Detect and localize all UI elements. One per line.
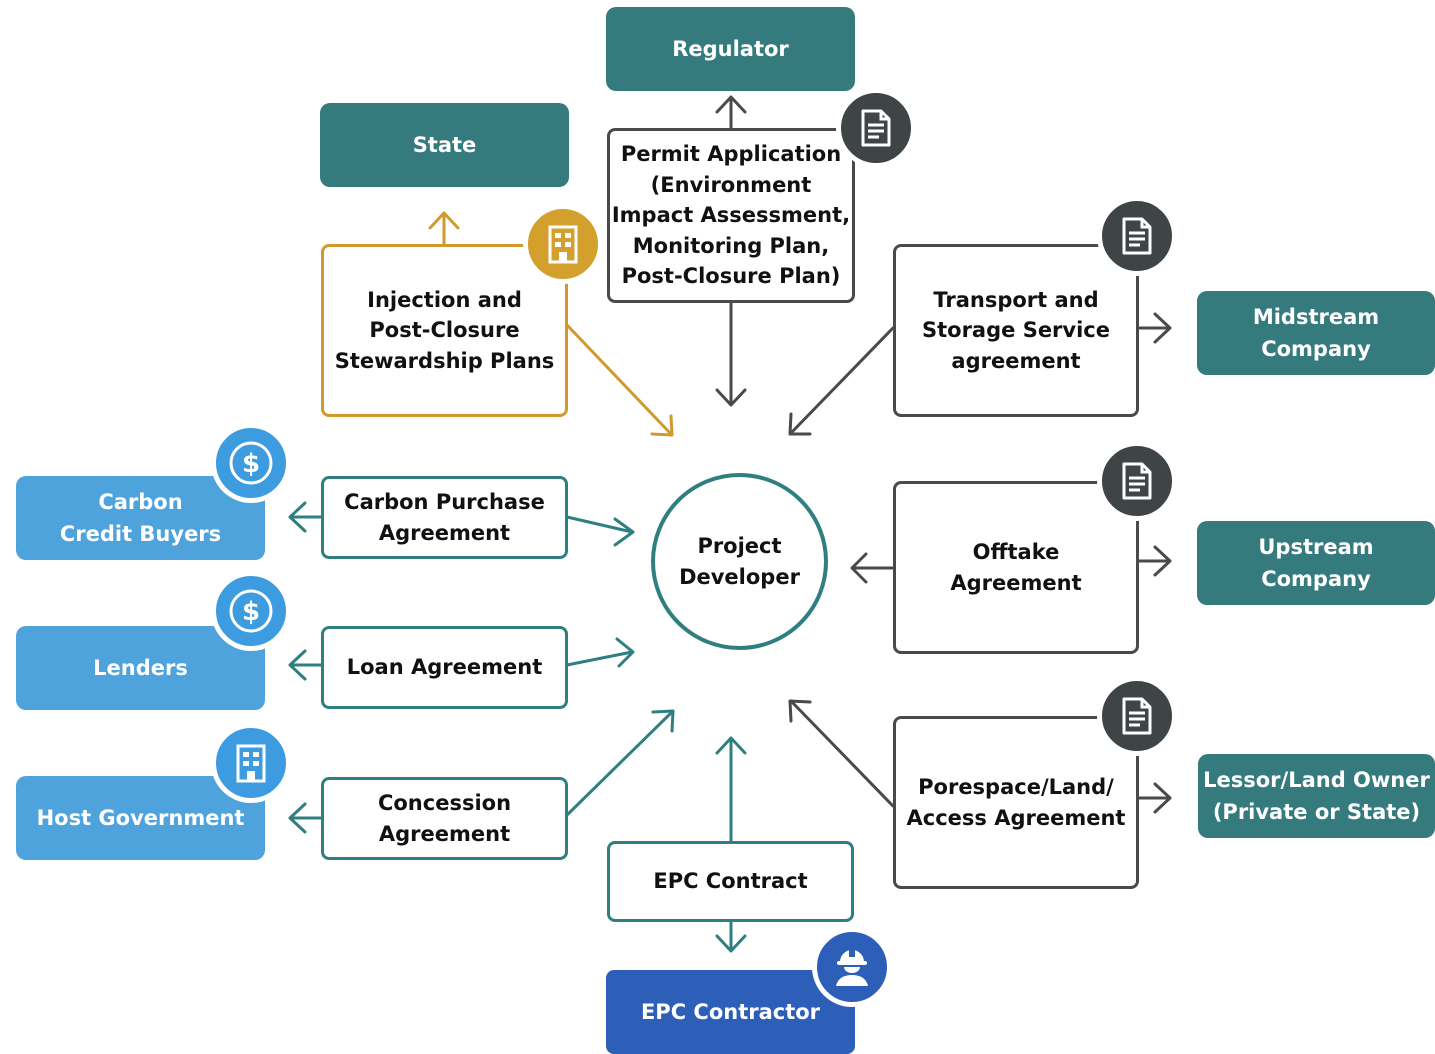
offtake-connectors [850, 545, 1172, 584]
building-icon [211, 723, 291, 803]
svg-text:$: $ [242, 449, 260, 479]
document-icon [836, 88, 916, 168]
loan-agreement-box: Loan Agreement [321, 626, 568, 709]
carbon-purchase-label: Carbon Purchase Agreement [344, 490, 545, 545]
upstream-company-box: Upstream Company [1197, 521, 1435, 605]
epc-contract-label: EPC Contract [653, 869, 808, 894]
transport-label: Transport and Storage Service agreement [921, 287, 1110, 373]
regulator-label: Regulator [672, 37, 789, 61]
porespace-label: Porespace/Land/ Access Agreement [906, 775, 1126, 830]
injection-label: Injection and Post-Closure Stewardship P… [334, 287, 555, 373]
transport-storage-agreement-box: Transport and Storage Service agreement [893, 244, 1139, 417]
document-icon [1097, 676, 1177, 756]
worker-icon [812, 927, 892, 1007]
lessor-land-owner-box: Lessor/Land Owner (Private or State) [1198, 754, 1435, 838]
document-icon [1097, 441, 1177, 521]
lenders-label: Lenders [93, 656, 188, 680]
upstream-label: Upstream Company [1258, 535, 1374, 591]
porespace-connectors [788, 699, 1172, 814]
concession-agreement-box: Concession Agreement [321, 777, 568, 860]
concession-label: Concession Agreement [377, 791, 512, 846]
dollar-icon: $ [211, 571, 291, 651]
host-government-label: Host Government [36, 806, 245, 830]
state-label: State [412, 133, 477, 157]
epc-connectors [715, 736, 747, 953]
left-connectors [288, 501, 675, 834]
injection-connectors [428, 211, 674, 437]
document-icon [1097, 196, 1177, 276]
svg-text:$: $ [242, 597, 260, 627]
offtake-agreement-box: Offtake Agreement [893, 481, 1139, 654]
building-icon [523, 204, 603, 284]
permit-application-box: Permit Application (Environment Impact A… [607, 128, 855, 303]
state-box: State [320, 103, 569, 187]
carbon-buyers-label: Carbon Credit Buyers [59, 490, 222, 546]
epc-contractor-box: EPC Contractor [606, 970, 855, 1054]
lessor-label: Lessor/Land Owner (Private or State) [1203, 768, 1430, 824]
epc-contract-box: EPC Contract [607, 841, 854, 922]
regulator-box: Regulator [606, 7, 855, 91]
midstream-company-box: Midstream Company [1197, 291, 1435, 375]
porespace-agreement-box: Porespace/Land/ Access Agreement [893, 716, 1139, 889]
loan-label: Loan Agreement [346, 655, 543, 680]
carbon-credit-buyers-box: Carbon Credit Buyers [16, 476, 265, 560]
midstream-label: Midstream Company [1252, 305, 1380, 361]
offtake-label: Offtake Agreement [950, 540, 1082, 595]
epc-contractor-label: EPC Contractor [640, 1000, 821, 1024]
injection-plans-box: Injection and Post-Closure Stewardship P… [321, 244, 568, 417]
transport-connectors [788, 312, 1172, 436]
carbon-purchase-agreement-box: Carbon Purchase Agreement [321, 476, 568, 559]
permit-connectors [715, 95, 747, 407]
hub-label: Project Developer [679, 533, 800, 589]
project-developer-hub: Project Developer [651, 473, 828, 650]
permit-label: Permit Application (Environment Impact A… [611, 142, 851, 289]
dollar-icon: $ [211, 423, 291, 503]
